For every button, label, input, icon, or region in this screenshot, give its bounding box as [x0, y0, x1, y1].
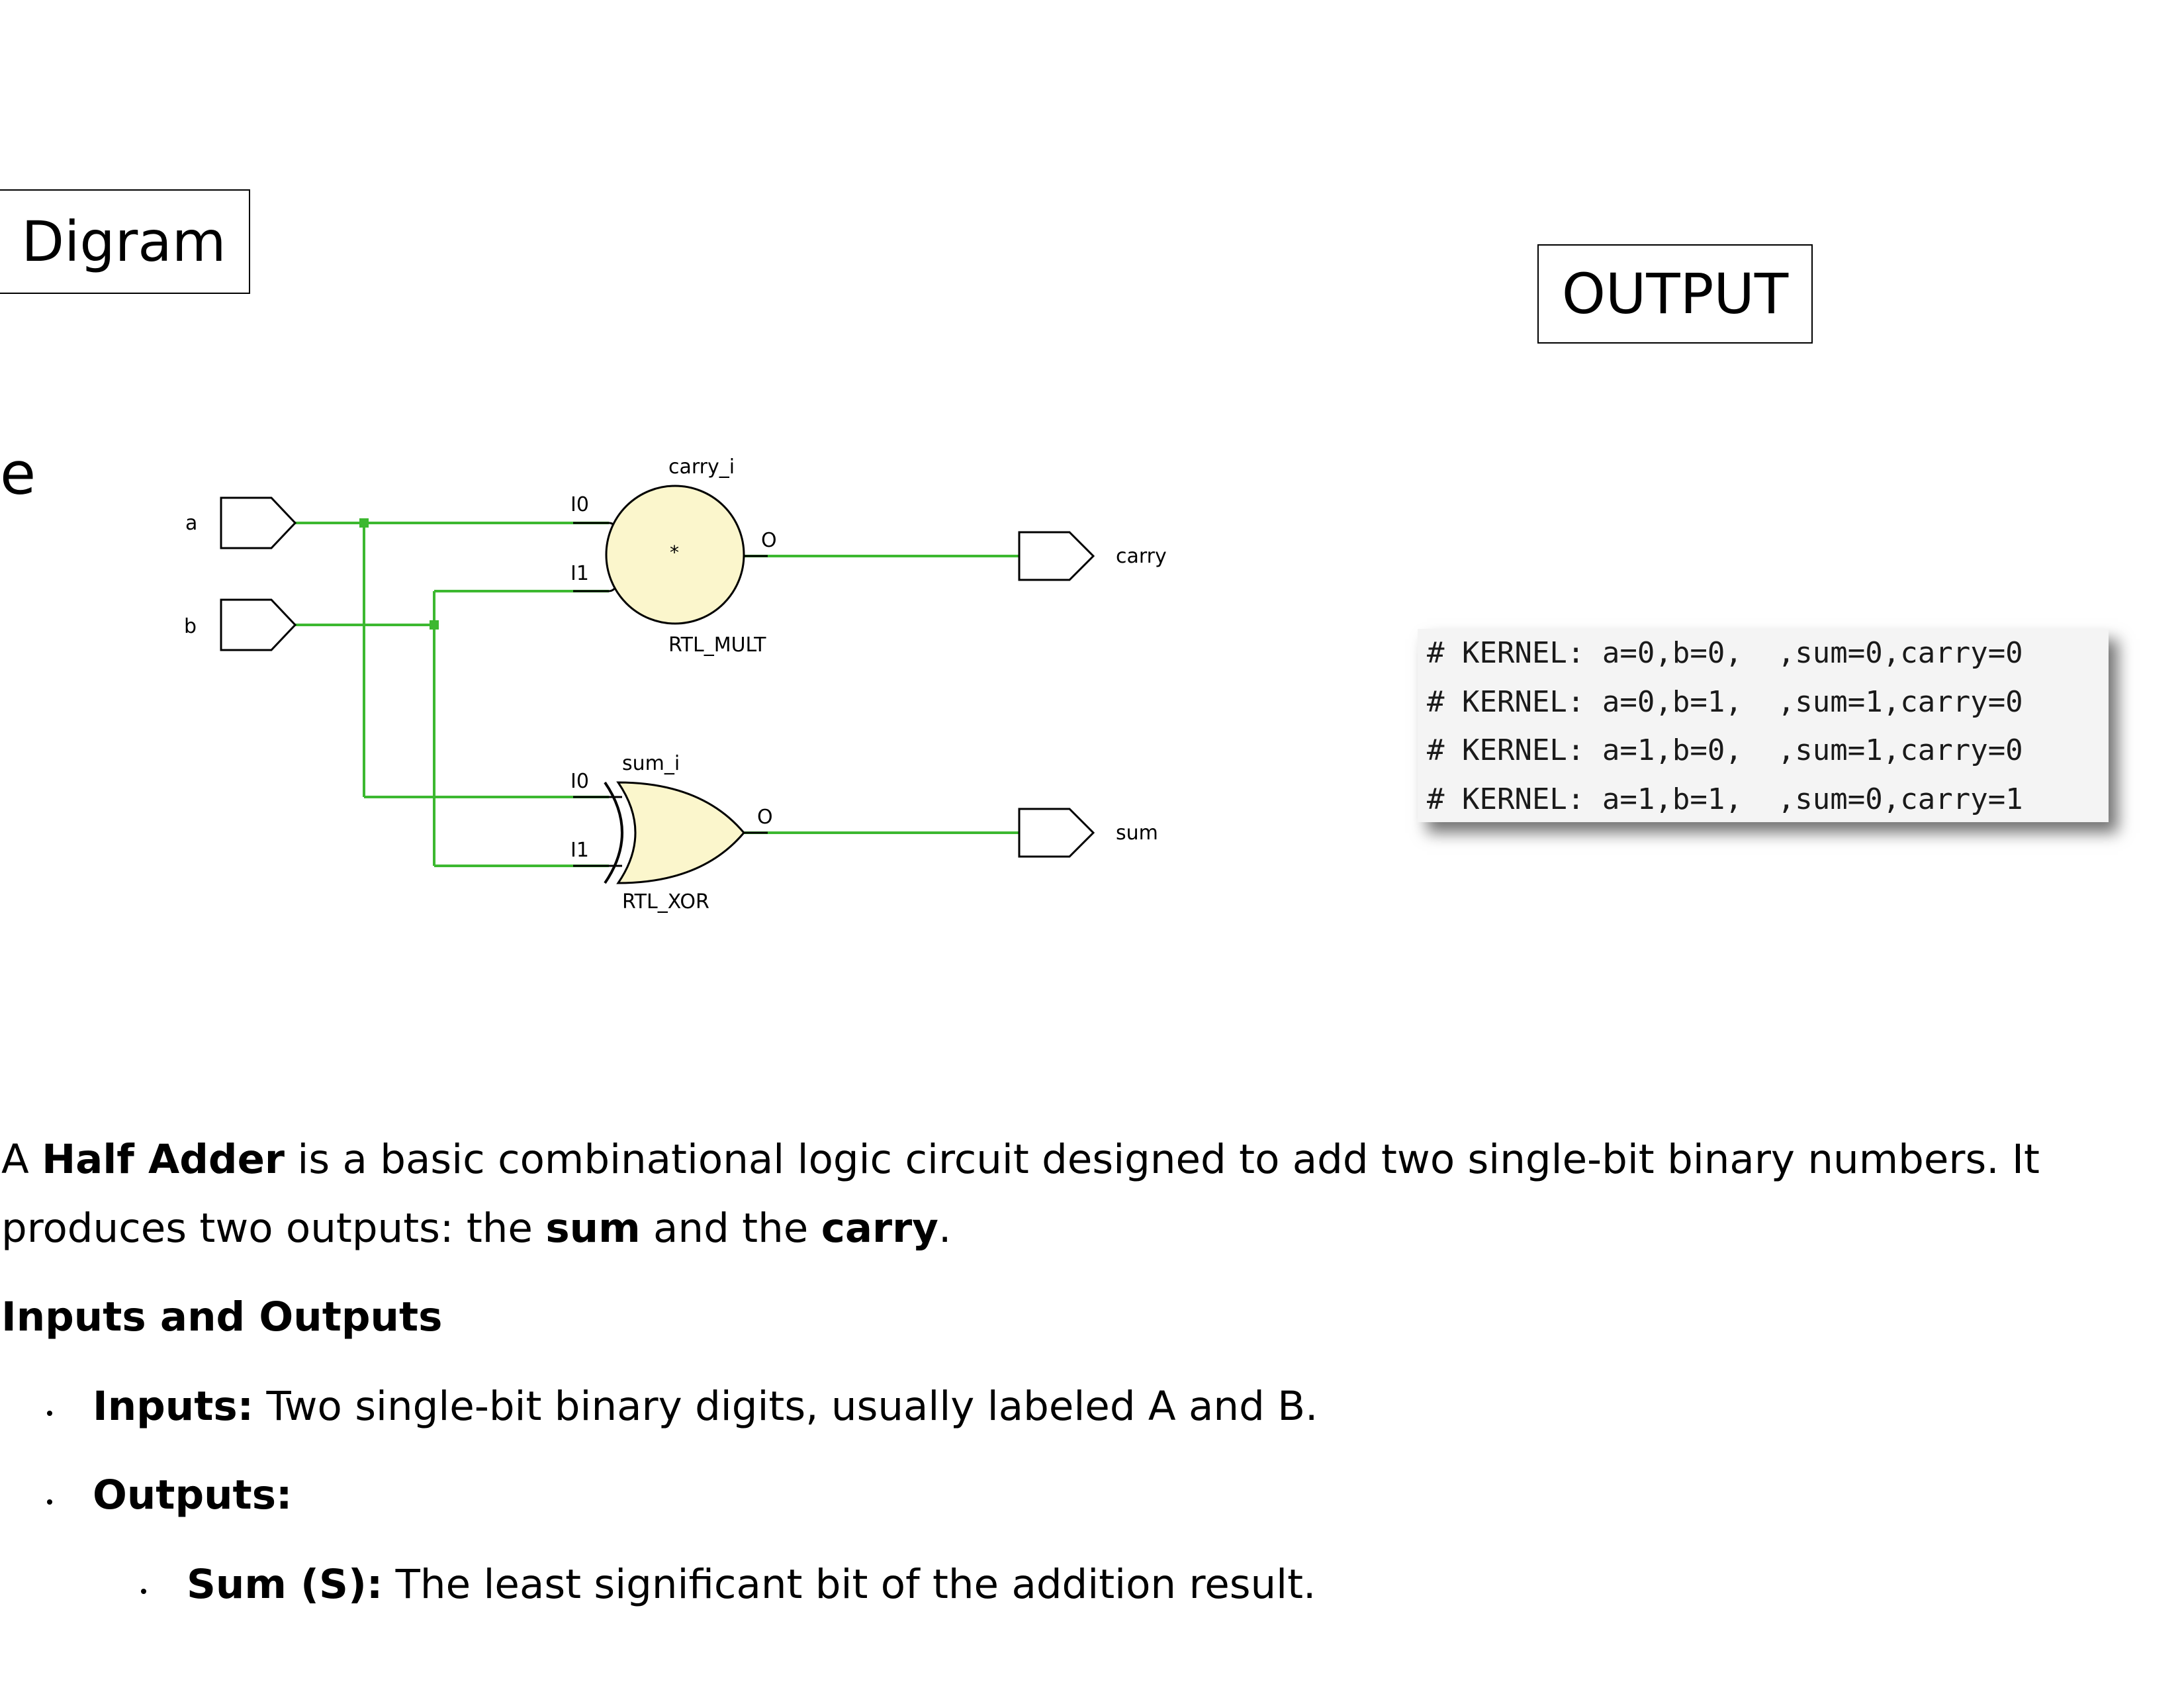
input-port-b: [220, 598, 297, 651]
diagram-title-box: Digram: [0, 189, 250, 294]
wire-junction-b: [430, 620, 439, 630]
xor-instance-name: sum_i: [622, 752, 680, 775]
mult-pin-i0: [573, 522, 618, 530]
schematic-wires: [295, 522, 1019, 867]
xor-type: RTL_XOR: [622, 890, 709, 914]
bullet-outputs: Outputs:: [93, 1461, 292, 1530]
output-port-sum: [1018, 808, 1095, 858]
inputs-label: Inputs:: [93, 1383, 254, 1430]
para-end: .: [938, 1205, 952, 1252]
xor-pin-o-label: O: [757, 806, 773, 829]
bullet-sum: Sum (S): The least significant bit of th…: [187, 1550, 1316, 1619]
output-label-sum: sum: [1116, 821, 1158, 845]
outputs-label: Outputs:: [93, 1472, 293, 1519]
wire-junction-a: [359, 518, 369, 528]
input-label-b: b: [184, 615, 197, 638]
half-adder-schematic: a b carry_i * I0 I1 O RTL_MULT sum_i I0 …: [184, 455, 1167, 914]
mult-type: RTL_MULT: [668, 633, 766, 657]
simulation-output-console: # KERNEL: a=0,b=0, ,sum=0,carry=0 # KERN…: [1418, 629, 2109, 822]
xor-back-arc: [604, 781, 623, 884]
stray-letter: e: [0, 440, 36, 508]
mult-pin-i1: [573, 584, 618, 592]
term-sum: sum: [545, 1205, 641, 1252]
bullet-dot: [47, 1499, 52, 1505]
output-title-box: OUTPUT: [1537, 244, 1813, 344]
mult-pin-i1-label: I1: [570, 562, 589, 585]
console-line: # KERNEL: a=1,b=0, ,sum=1,carry=0: [1427, 733, 2023, 767]
mult-pin-i0-label: I0: [570, 493, 589, 516]
sum-text: The least significant bit of the additio…: [383, 1561, 1316, 1608]
bullet-dot: [47, 1411, 52, 1416]
input-port-a: [220, 496, 297, 549]
inputs-text: Two single-bit binary digits, usually la…: [253, 1383, 1318, 1430]
mult-instance-name: carry_i: [668, 455, 735, 479]
term-half-adder: Half Adder: [42, 1136, 285, 1183]
bullet-dot: [141, 1589, 146, 1594]
para-mid: is a basic combinational logic circuit d…: [1, 1136, 2040, 1252]
xor-pin-i0-label: I0: [570, 770, 589, 793]
console-line: # KERNEL: a=0,b=1, ,sum=1,carry=0: [1427, 684, 2023, 719]
sum-label: Sum (S):: [187, 1561, 383, 1608]
para-and: and the: [640, 1205, 821, 1252]
mult-gate: [605, 485, 745, 625]
xor-gate: [616, 781, 745, 884]
mult-pin-o-label: O: [761, 529, 777, 552]
intro-paragraph: A Half Adder is a basic combinational lo…: [1, 1125, 2159, 1263]
output-port-carry: [1018, 531, 1095, 581]
bullet-inputs: Inputs: Two single-bit binary digits, us…: [93, 1372, 1318, 1441]
term-carry: carry: [821, 1205, 938, 1252]
console-line: # KERNEL: a=1,b=1, ,sum=0,carry=1: [1427, 782, 2023, 816]
mult-symbol: *: [670, 541, 679, 563]
xor-pin-i1-label: I1: [570, 839, 589, 862]
console-line: # KERNEL: a=0,b=0, ,sum=0,carry=0: [1427, 636, 2023, 670]
section-heading: Inputs and Outputs: [1, 1293, 443, 1340]
para-prefix: A: [1, 1136, 42, 1183]
input-label-a: a: [185, 512, 197, 535]
output-label-carry: carry: [1116, 545, 1167, 568]
